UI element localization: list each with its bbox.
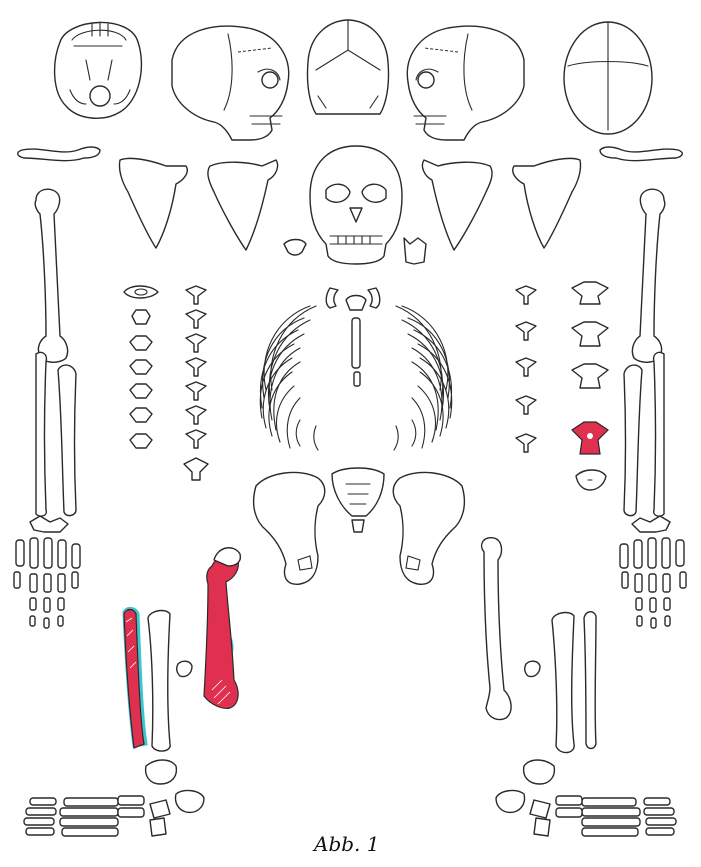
figure-caption: Abb. 1	[314, 832, 424, 856]
left-patella	[177, 661, 192, 676]
left-clavicle	[600, 147, 682, 161]
right-clavicle	[18, 147, 100, 161]
left-radius	[654, 352, 664, 516]
left-tibia	[124, 608, 146, 748]
left-ulna	[624, 365, 642, 516]
left-scapula-anterior	[513, 158, 581, 248]
left-fibula	[148, 611, 170, 752]
right-patella	[525, 661, 540, 676]
thoracic-vertebrae-left-column	[516, 286, 536, 452]
skull-inferior-view	[55, 22, 142, 118]
skull-lateral-left	[407, 26, 524, 140]
left-foot	[24, 760, 204, 836]
mandible-fragment	[404, 238, 426, 264]
left-hand	[620, 516, 686, 628]
right-scapula-posterior	[208, 160, 278, 250]
lumbar-vertebra-3	[572, 364, 608, 388]
right-radius	[36, 352, 46, 516]
left-femur	[204, 548, 240, 709]
right-tibia	[552, 613, 574, 753]
right-fibula	[584, 612, 596, 749]
right-scapula-anterior	[119, 158, 187, 248]
hyoid-bone	[284, 240, 306, 256]
lumbar-vertebra-2	[572, 322, 608, 346]
right-hand	[14, 516, 80, 628]
right-humerus	[35, 189, 67, 362]
ribcage	[260, 288, 451, 450]
cervical-vertebrae-superior	[124, 286, 158, 448]
thoracic-vertebrae-right-column	[184, 286, 208, 480]
lumbar-vertebrae	[572, 282, 608, 490]
pelvis-left-hipbone	[393, 472, 464, 584]
left-humerus	[632, 189, 664, 362]
sacrum	[332, 468, 384, 532]
pelvis-right-hipbone	[254, 472, 325, 584]
right-foot	[496, 760, 676, 836]
left-scapula-posterior	[422, 160, 492, 250]
skull-posterior-view	[307, 20, 388, 114]
right-femur	[482, 538, 511, 720]
lumbar-vertebra-1	[572, 282, 608, 304]
right-ulna	[58, 365, 76, 516]
skull-superior-view	[564, 22, 652, 134]
skull-lateral-right	[172, 26, 289, 140]
skull-frontal-view	[310, 146, 402, 264]
